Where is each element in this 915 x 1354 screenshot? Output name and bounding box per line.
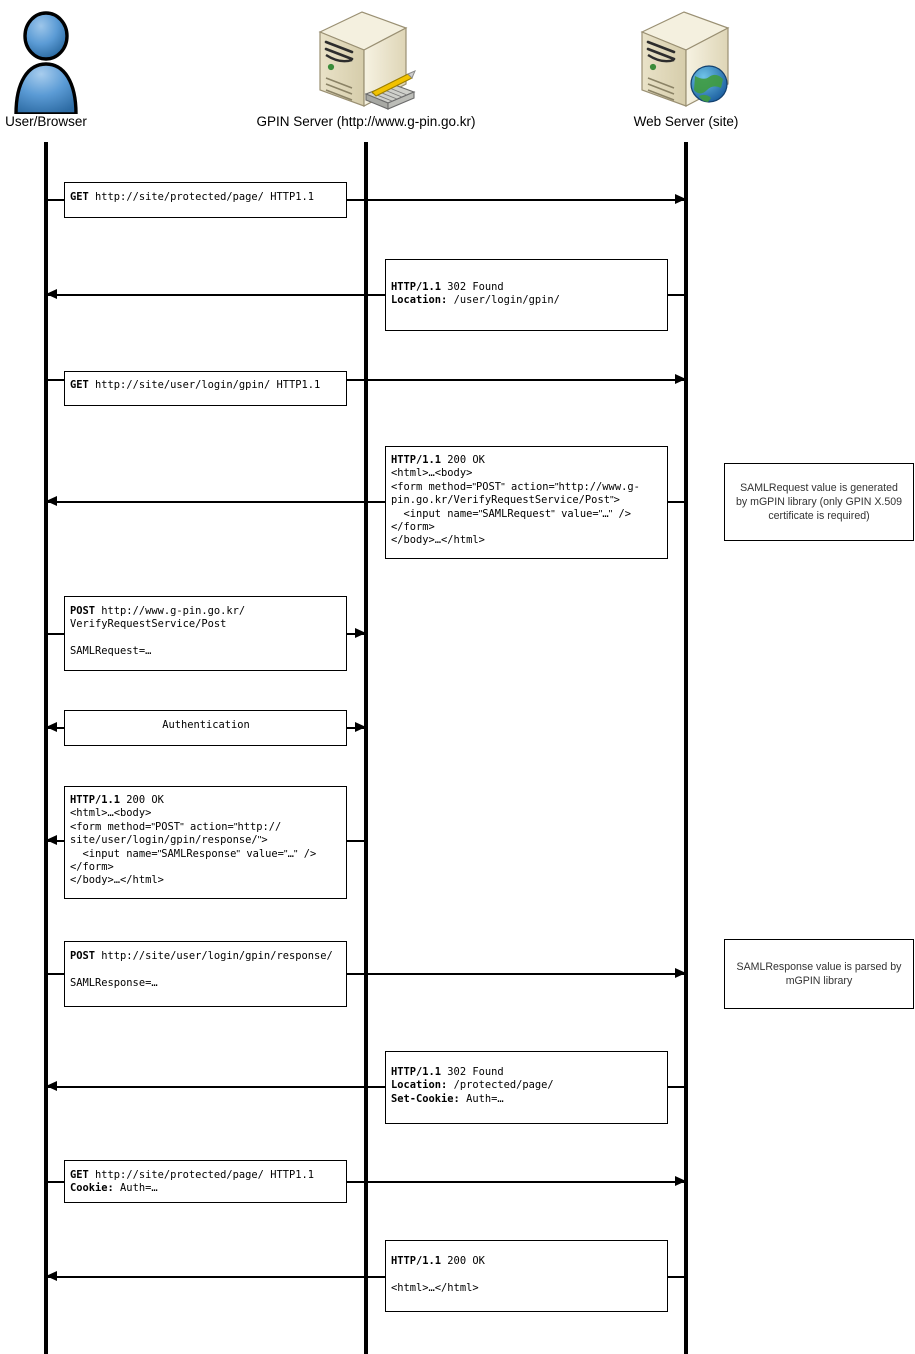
message-text-m11: HTTP/1.1 200 OK <html>…</html> — [391, 1255, 485, 1294]
actor-label-gpin-server: GPIN Server (http://www.g-pin.go.kr) — [256, 114, 476, 129]
actor-user: User/Browser — [0, 4, 92, 129]
arrow-line-m1 — [46, 199, 686, 201]
actor-label-web-server: Web Server (site) — [633, 114, 739, 129]
message-box-m2[interactable]: HTTP/1.1 302 Found Location: /user/login… — [385, 259, 668, 331]
arrow-head-m5 — [355, 628, 366, 638]
message-text-m4: HTTP/1.1 200 OK <html>…<body> <form meth… — [391, 454, 640, 547]
message-text-m6: Authentication — [162, 719, 250, 731]
message-box-m1[interactable]: GET http://site/protected/page/ HTTP1.1 — [64, 182, 347, 218]
user-avatar-icon — [0, 4, 92, 114]
note-samlresponse: SAMLResponse value is parsed by mGPIN li… — [724, 939, 914, 1009]
server-tower-globe-icon — [586, 4, 786, 114]
arrow-head-m7 — [46, 835, 57, 845]
message-box-m3[interactable]: GET http://site/user/login/gpin/ HTTP1.1 — [64, 371, 347, 406]
arrow-head-m8 — [675, 968, 686, 978]
note-text-samlresponse: SAMLResponse value is parsed by mGPIN li… — [736, 961, 902, 987]
message-box-m9[interactable]: HTTP/1.1 302 Found Location: /protected/… — [385, 1051, 668, 1124]
message-text-m10: GET http://site/protected/page/ HTTP1.1 … — [70, 1169, 314, 1195]
message-text-m3: GET http://site/user/login/gpin/ HTTP1.1 — [70, 379, 321, 391]
actor-label-user: User/Browser — [5, 114, 87, 129]
message-box-m11[interactable]: HTTP/1.1 200 OK <html>…</html> — [385, 1240, 668, 1312]
arrow-line-m10 — [46, 1181, 686, 1183]
arrow-head-m1 — [675, 194, 686, 204]
arrow-line-m8 — [46, 973, 686, 975]
lifeline-gpin-server — [364, 142, 368, 1354]
arrow-line-m2 — [46, 294, 686, 296]
arrow-head-m2 — [46, 289, 57, 299]
message-box-m4[interactable]: HTTP/1.1 200 OK <html>…<body> <form meth… — [385, 446, 668, 559]
arrow-line-m3 — [46, 379, 686, 381]
arrow-line-m11 — [46, 1276, 686, 1278]
lifeline-web-server — [684, 142, 688, 1354]
message-box-m7[interactable]: HTTP/1.1 200 OK <html>…<body> <form meth… — [64, 786, 347, 899]
server-tower-icon — [246, 4, 486, 114]
message-box-m6[interactable]: Authentication — [64, 710, 347, 746]
arrow-head-m4 — [46, 496, 57, 506]
message-box-m10[interactable]: GET http://site/protected/page/ HTTP1.1 … — [64, 1160, 347, 1203]
message-text-m5: POST http://www.g-pin.go.kr/ VerifyReque… — [70, 605, 246, 658]
message-text-m2: HTTP/1.1 302 Found Location: /user/login… — [391, 281, 560, 307]
arrow-head-m3 — [675, 374, 686, 384]
message-box-m5[interactable]: POST http://www.g-pin.go.kr/ VerifyReque… — [64, 596, 347, 671]
note-samlrequest: SAMLRequest value is generated by mGPIN … — [724, 463, 914, 541]
lifeline-user — [44, 142, 48, 1354]
message-box-m8[interactable]: POST http://site/user/login/gpin/respons… — [64, 941, 347, 1007]
arrow-head-m10 — [675, 1176, 686, 1186]
arrow-head-m9 — [46, 1081, 57, 1091]
arrow-head-m6-left — [46, 722, 57, 732]
message-text-m7: HTTP/1.1 200 OK <html>…<body> <form meth… — [70, 794, 317, 887]
arrow-head-m11 — [46, 1271, 57, 1281]
message-text-m1: GET http://site/protected/page/ HTTP1.1 — [70, 191, 314, 203]
arrow-line-m9 — [46, 1086, 686, 1088]
actor-gpin-server: GPIN Server (http://www.g-pin.go.kr) — [246, 4, 486, 129]
note-text-samlrequest: SAMLRequest value is generated by mGPIN … — [735, 482, 903, 522]
arrow-line-m4 — [46, 501, 686, 503]
message-text-m9: HTTP/1.1 302 Found Location: /protected/… — [391, 1066, 554, 1105]
arrow-head-m6-right — [355, 722, 366, 732]
actor-web-server: Web Server (site) — [586, 4, 786, 129]
message-text-m8: POST http://site/user/login/gpin/respons… — [70, 950, 333, 989]
